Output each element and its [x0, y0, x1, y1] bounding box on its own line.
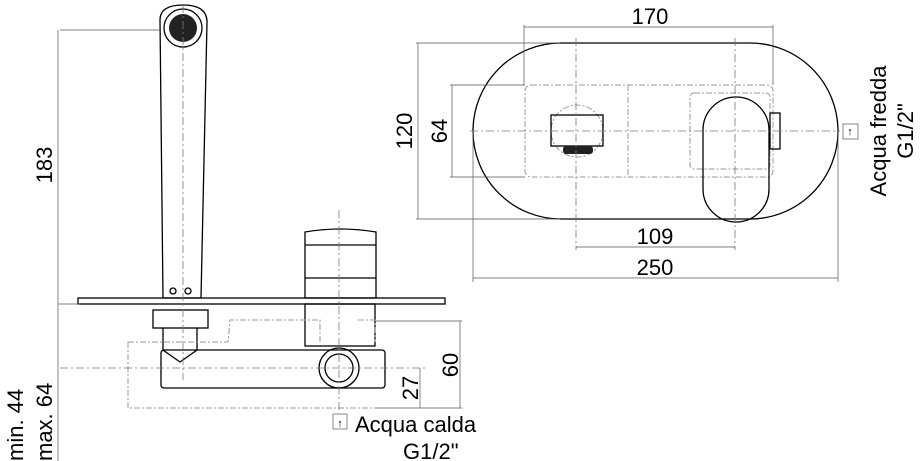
cold-water-inlet-marker — [842, 123, 859, 140]
hot-water-thread: G1/2" — [403, 439, 459, 461]
installation-box-front — [524, 84, 774, 178]
side-view: 183 min. 44 max. 64 60 27 ↑ Acqua calda … — [3, 4, 477, 461]
installation-box-outline — [127, 319, 376, 409]
wall-plate-front — [472, 42, 839, 220]
mixer-lever — [702, 96, 770, 223]
dim-min: min. 44 — [3, 389, 28, 461]
dim-plate-width: 250 — [637, 255, 674, 280]
dim-width-total: 170 — [632, 4, 669, 29]
hot-water-label: Acqua calda — [355, 412, 477, 437]
spout — [159, 4, 208, 299]
dim-depth: 60 — [438, 353, 463, 377]
screw — [169, 287, 177, 295]
aerator — [563, 146, 593, 154]
valve-body — [160, 349, 386, 389]
arrow-up-icon: ↑ — [847, 126, 853, 138]
cold-water-thread: G1/2" — [893, 103, 918, 159]
dim-height: 120 — [392, 113, 417, 150]
dim-spout-height: 183 — [32, 147, 57, 184]
cartridge — [304, 303, 376, 347]
cold-water-label: Acqua fredda — [866, 65, 891, 197]
spout-fixing — [152, 309, 209, 329]
screw — [184, 287, 192, 295]
top-view: 170 120 64 109 250 ↑ Acqua fredda G1/2" — [392, 4, 918, 282]
hot-water-inlet-marker — [332, 413, 348, 430]
dim-inner-height: 64 — [427, 119, 452, 143]
dim-spacing: 109 — [637, 224, 674, 249]
wall-plate — [77, 297, 446, 305]
dim-max: max. 64 — [32, 383, 57, 461]
spout-connection — [550, 114, 604, 147]
mixer-handle — [304, 228, 377, 299]
arrow-up-icon: ↑ — [337, 418, 343, 430]
dim-inlet-height: 27 — [398, 376, 423, 400]
